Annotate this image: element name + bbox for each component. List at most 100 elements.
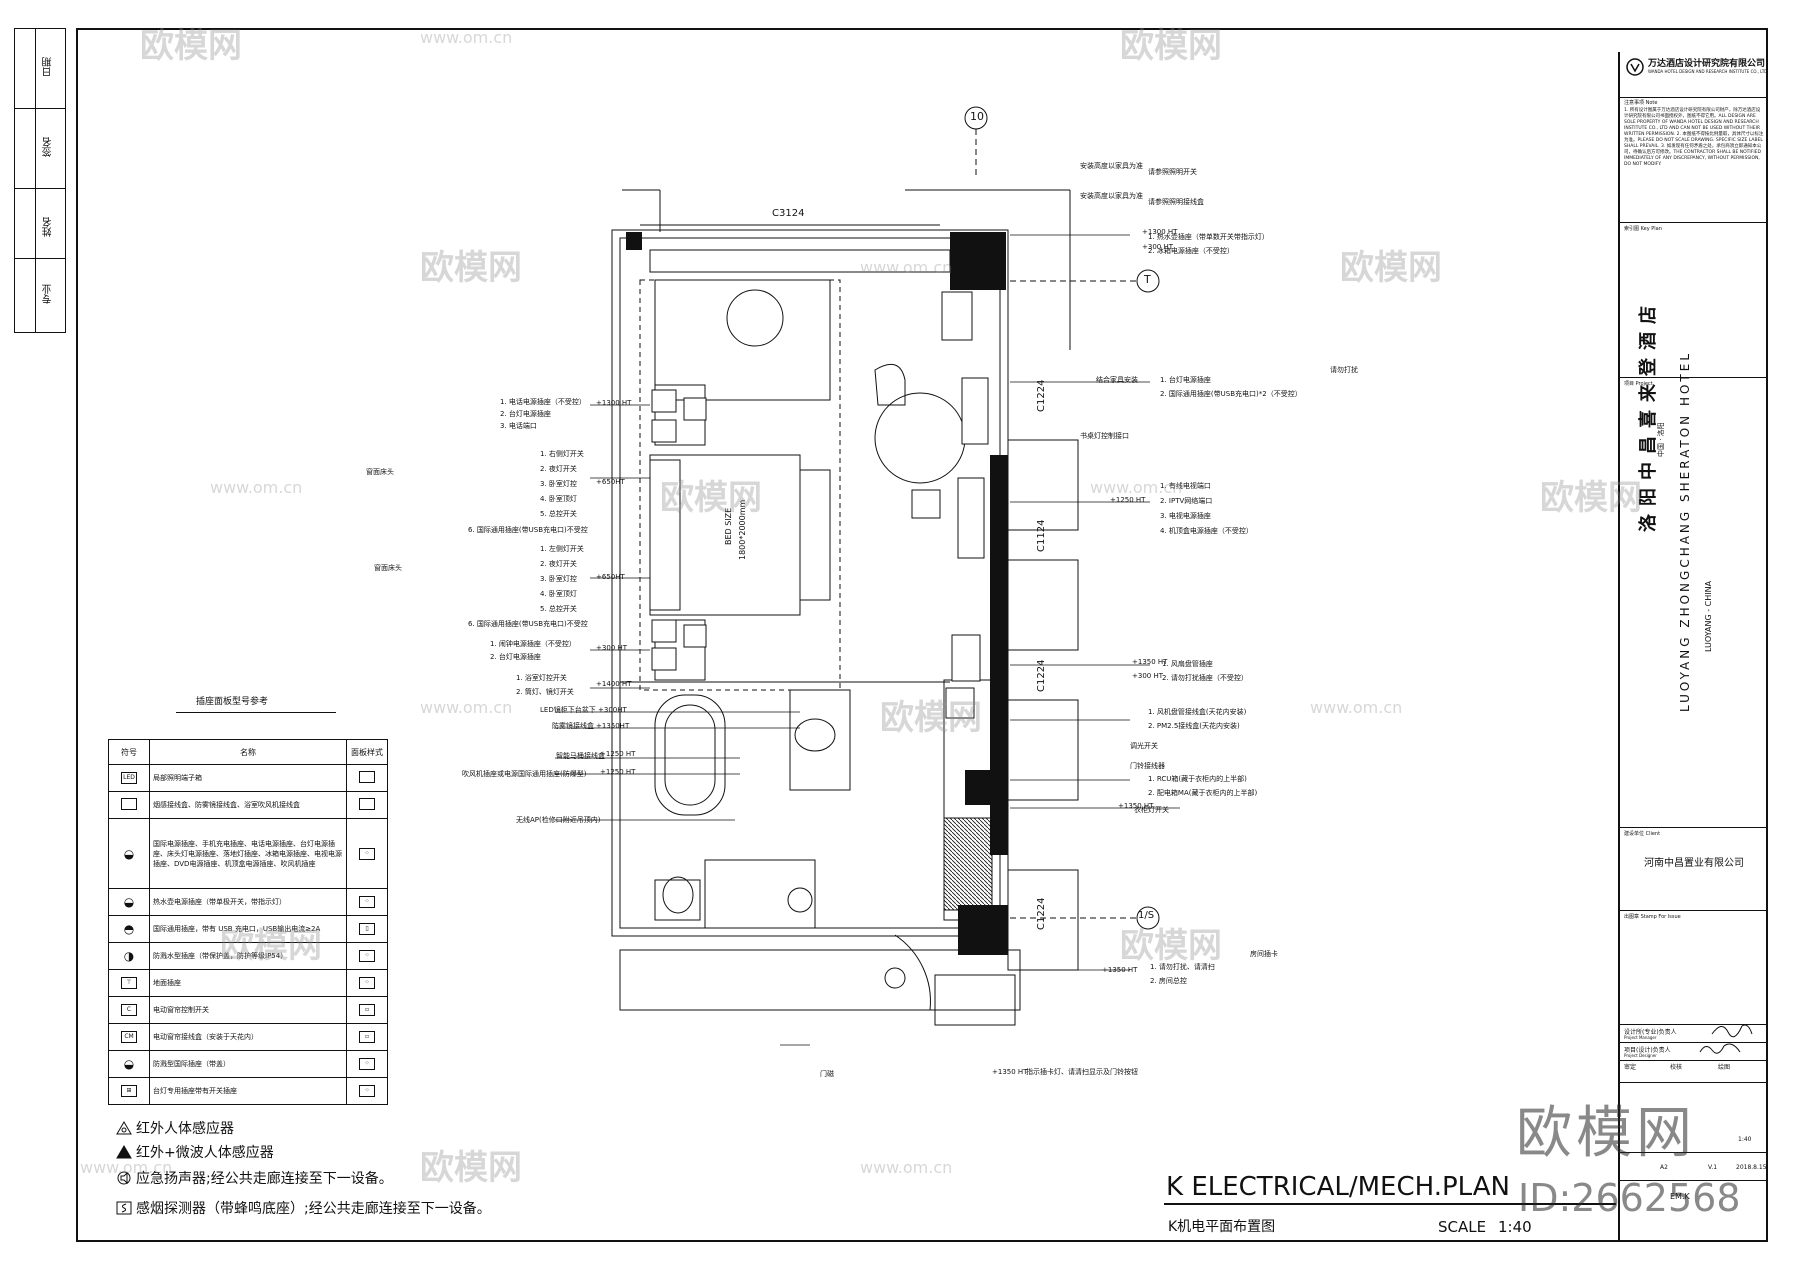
- callout-right: 2. 房间总控: [1150, 977, 1187, 985]
- tb-divider: [1620, 1024, 1768, 1025]
- legend-symbol: [108, 791, 150, 819]
- height-label: +300 HT: [1132, 672, 1163, 680]
- height-label: +1350 HT: [992, 1068, 1028, 1076]
- outlet-symbol: [945, 687, 975, 719]
- legend-name: 烟感接线盒、防雾镜接线盒、浴室吹风机接线盒: [149, 791, 347, 819]
- grid-bubble-1s: [1136, 906, 1160, 930]
- outlet-symbol: [651, 389, 677, 413]
- company-name-en: WANDA HOTEL DESIGN AND RESEARCH INSTITUT…: [1648, 69, 1768, 74]
- panel-blank-icon: [359, 798, 375, 810]
- callout-left: 1. 左侧灯开关: [540, 545, 584, 553]
- legend-name: 地面插座: [149, 969, 347, 997]
- window-frame: [1007, 559, 1079, 651]
- callout-left: 智能马桶接线盒: [556, 752, 605, 760]
- dim-label: C1124: [1036, 519, 1047, 552]
- height-label: +1300 HT: [596, 399, 632, 407]
- callout-left: 6. 国际通用插座(带USB充电口)不受控: [468, 526, 588, 534]
- tb-divider: [1620, 1152, 1768, 1153]
- watermark-url: www.om.cn: [420, 28, 513, 47]
- panel-socket-icon: ⁘: [359, 847, 375, 860]
- legend-panel: ⁘: [346, 1077, 388, 1105]
- note-text: 感烟探测器（带蜂鸣底座）;经公共走廊连接至下一设备。: [136, 1201, 491, 1217]
- legend-row: ⊤ 地面插座 ⁘: [108, 969, 388, 997]
- watermark: 欧模网: [140, 26, 242, 66]
- callout-right: 1. 台灯电源插座: [1160, 376, 1211, 384]
- legend-row: 烟感接线盒、防雾镜接线盒、浴室吹风机接线盒: [108, 791, 388, 819]
- shower: [704, 859, 816, 929]
- watermark-url: www.om.cn: [80, 1158, 173, 1177]
- callout-right: 2. IPTV网络端口: [1160, 497, 1213, 505]
- callout-left: 1. 电话电源插座（不受控）: [500, 398, 586, 406]
- callout-right: 调光开关: [1130, 742, 1158, 750]
- height-label: +300 HT: [596, 644, 627, 652]
- callout-right: 3. 电视电源插座: [1160, 512, 1211, 520]
- legend-panel: ⁘: [346, 1050, 388, 1078]
- outlet-symbol: [941, 291, 973, 341]
- watermark-id: ID:2662568: [1518, 1176, 1741, 1220]
- grid-bubble-t: [1136, 269, 1160, 293]
- legend-symbol: C: [108, 996, 150, 1024]
- watermark: 欧模网: [420, 1148, 522, 1188]
- toilet-tank: [654, 879, 701, 921]
- covered-socket-icon: ◒: [123, 1057, 135, 1071]
- callout-right: 2. 请勿打扰插座（不受控）: [1162, 674, 1248, 682]
- callout-right: 请参照照明开关: [1148, 168, 1197, 176]
- manager-label: 设计所(专业)负责人: [1624, 1029, 1677, 1036]
- smoke-detector-icon: [116, 1201, 132, 1215]
- panel-socket-icon: ⁘: [359, 1058, 375, 1070]
- legend-panel: ⁘: [346, 942, 388, 970]
- drawing-title-en: K ELECTRICAL/MECH.PLAN: [1166, 1172, 1510, 1202]
- legend-title-underline: [176, 712, 336, 713]
- legend-panel: [346, 764, 388, 792]
- legend-name: 局部照明端子箱: [149, 764, 347, 792]
- legend-symbol: ◓: [108, 915, 150, 943]
- callout-right: 结合家具安装: [1096, 376, 1138, 384]
- infrared-sensor-icon: [116, 1121, 132, 1135]
- grid-label-10: 10: [970, 110, 984, 123]
- watermark-url: www.om.cn: [420, 698, 513, 717]
- legend-row: C 电动窗帘控制开关 ▫: [108, 996, 388, 1024]
- draw-label: 绘图: [1718, 1064, 1731, 1071]
- scale-value: 1:40: [1738, 1136, 1752, 1143]
- legend-symbol: ⊤: [108, 969, 150, 997]
- callout-left: 3. 卧室灯控: [540, 480, 577, 488]
- note-item: 红外人体感应器: [116, 1118, 234, 1138]
- watermark: 欧模网: [660, 478, 762, 518]
- height-label: +1250 HT: [1110, 496, 1146, 504]
- callout-right: 请参照照明接线盒: [1148, 198, 1204, 206]
- note-text: 应急扬声器;经公共走廊连接至下一设备。: [136, 1171, 393, 1187]
- height-label: +1300 HT: [1142, 228, 1178, 236]
- height-label: +1250 HT: [600, 750, 636, 758]
- manager-label-en: Project Manager: [1624, 1035, 1657, 1040]
- legend-row: LED 局部照明端子箱: [108, 764, 388, 792]
- note-item: 红外+微波人体感应器: [116, 1142, 274, 1162]
- height-label: +1350 HT: [1102, 966, 1138, 974]
- height-label: +300 HT: [1142, 243, 1173, 251]
- height-label: +1250 HT: [600, 768, 636, 776]
- legend-table: 符号 名称 面板样式 LED 局部照明端子箱 烟感接线盒、防雾镜接线盒、浴室吹风…: [108, 739, 388, 1105]
- height-label: +650HT: [596, 478, 625, 486]
- watermark: 欧模网: [1540, 478, 1642, 518]
- column: [626, 232, 642, 250]
- tb-divider: [1620, 827, 1768, 828]
- callout-left: 5. 总控开关: [540, 605, 577, 613]
- watermark: 欧模网: [420, 248, 522, 288]
- watermark-url: www.om.cn: [210, 478, 303, 497]
- floor-socket-icon: ⊤: [121, 977, 137, 989]
- legend-row: CM 电动窗帘接线盒（安装于天花内） ▫: [108, 1023, 388, 1051]
- watermark-brand-large: 欧模网: [1516, 1101, 1696, 1166]
- floor-drain: [787, 887, 813, 913]
- furniture-zone: [639, 279, 841, 691]
- callout-right: 1. 热水壶插座（带单数开关带指示灯）: [1148, 233, 1269, 241]
- watermark-url: www.om.cn: [1090, 478, 1183, 497]
- legend-header: 面板样式: [346, 739, 388, 765]
- callout-right: 衣柜灯开关: [1134, 806, 1169, 814]
- armchair: [874, 363, 906, 406]
- callout-right: 书桌灯控制接口: [1080, 432, 1129, 440]
- callout-right: 4. 机顶盒电源插座（不受控）: [1160, 527, 1253, 535]
- wardrobe-hatch: [943, 817, 993, 911]
- callout-right: 1. 风扇盘管插座: [1162, 660, 1213, 668]
- callout-right: 门铃接线器: [1130, 762, 1165, 770]
- legend-row: ◒ 防溅型国际插座（带盖） ⁘: [108, 1050, 388, 1078]
- height-label: +650HT: [596, 573, 625, 581]
